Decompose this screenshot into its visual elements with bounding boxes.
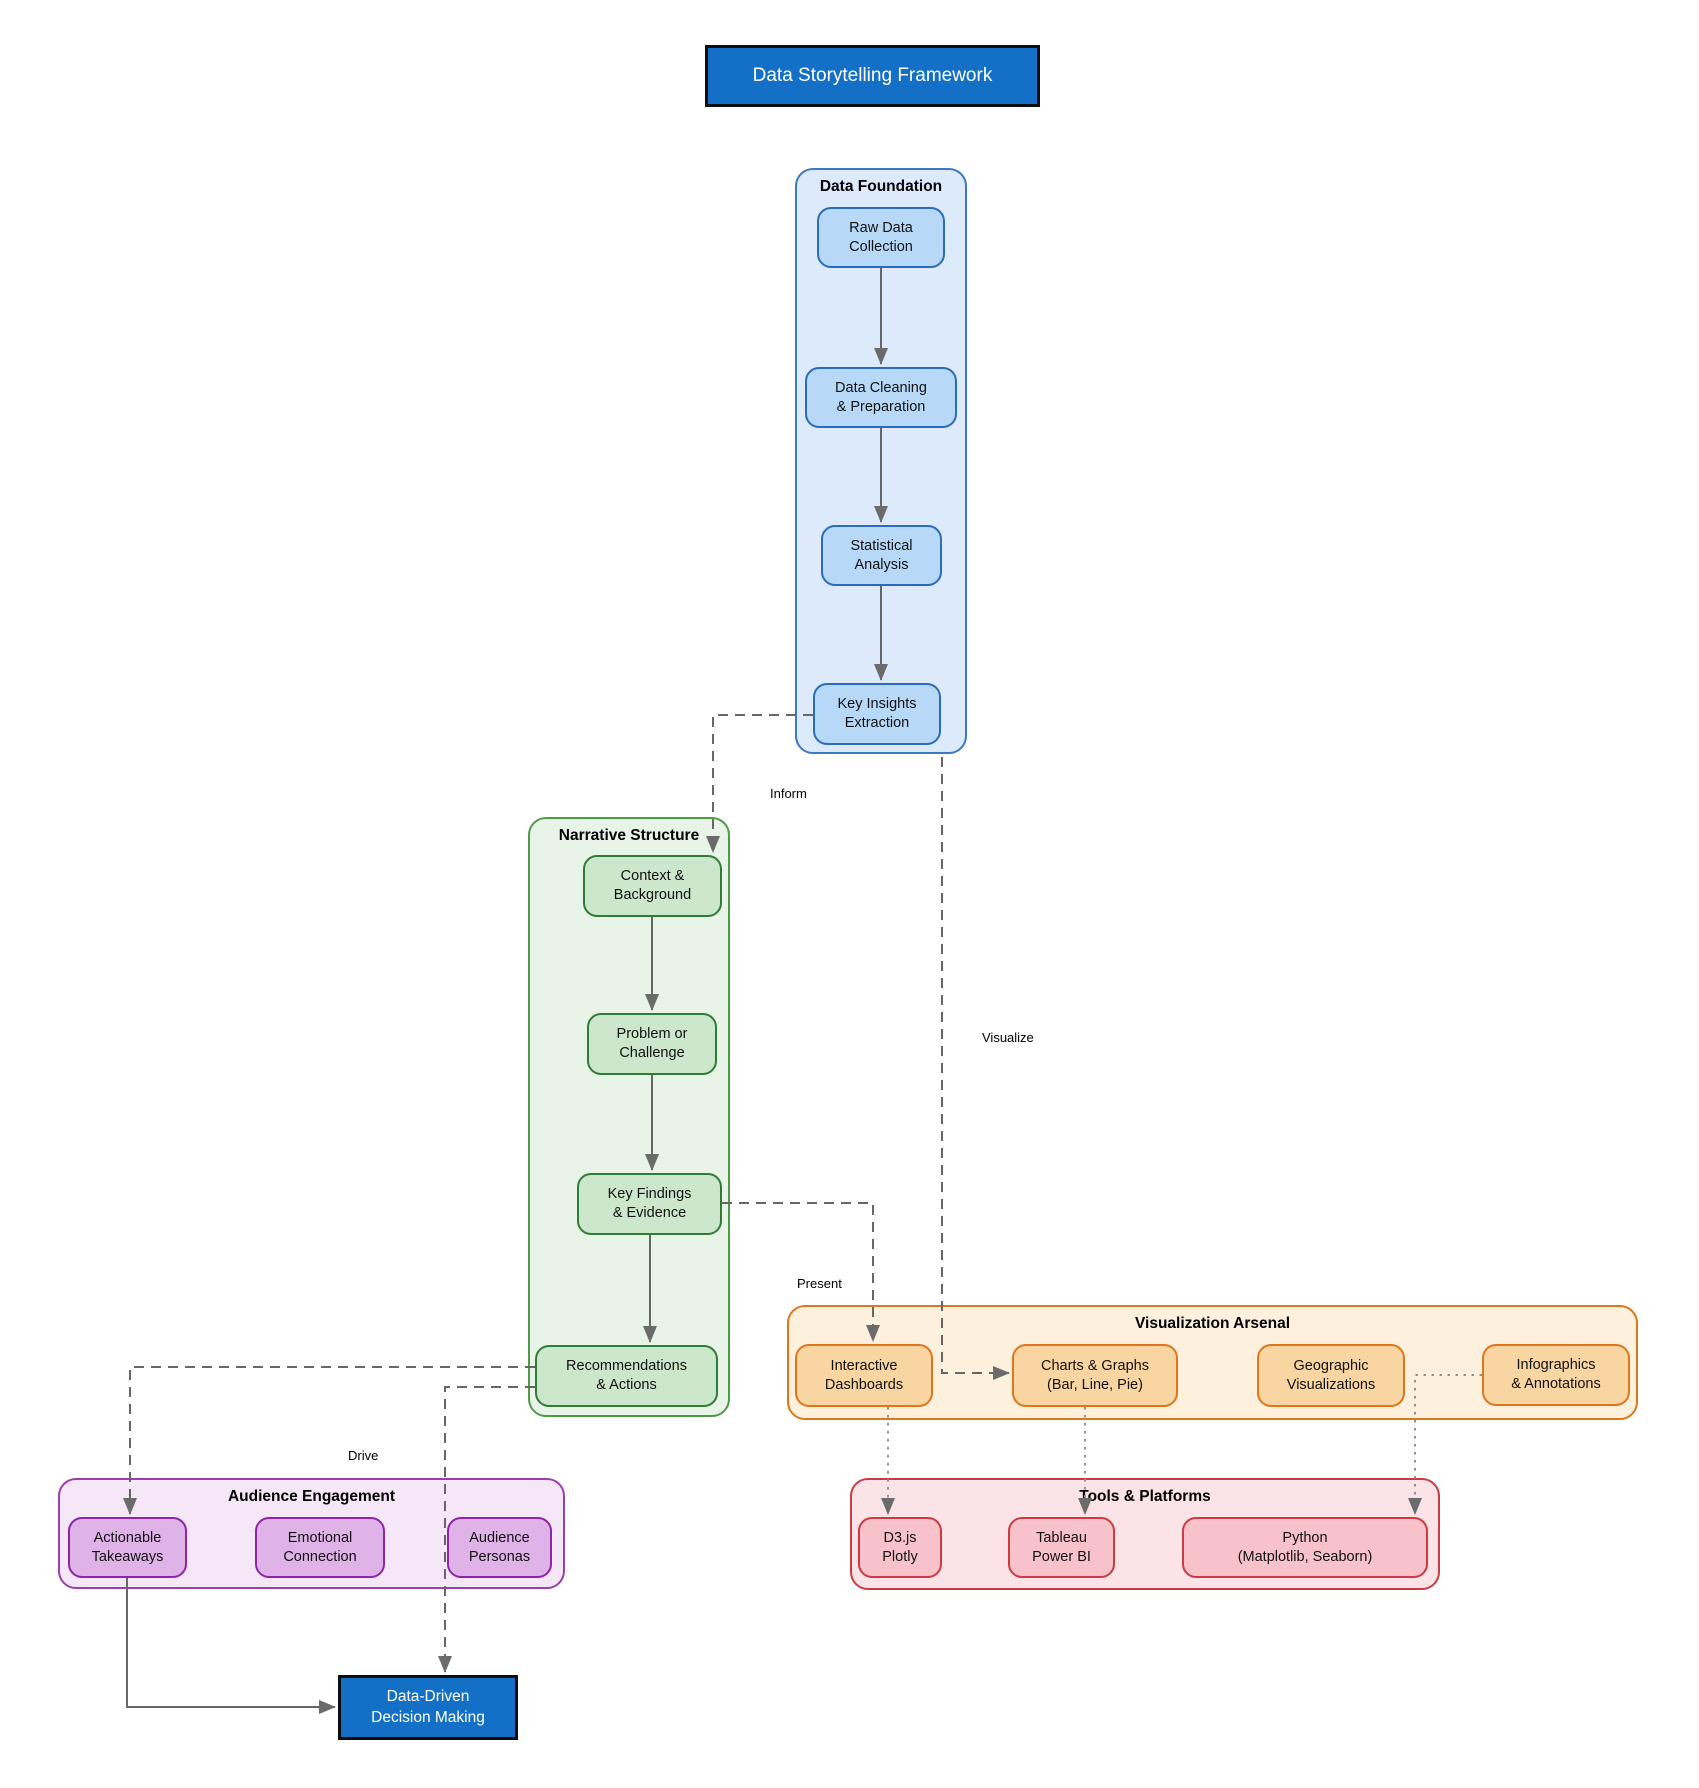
edge-takeaways-to-decision [126, 1578, 336, 1714]
edge-label-insights-to-context: Inform [768, 786, 809, 801]
node-problem-or-challenge: Problem or Challenge [587, 1013, 717, 1075]
node-interactive-dashboards: Interactive Dashboards [795, 1344, 933, 1407]
group-title-visualization-arsenal: Visualization Arsenal [1134, 1315, 1291, 1332]
node-d3js-plotly: D3.js Plotly [858, 1517, 942, 1578]
group-narrative-structure: Narrative Structure [528, 817, 730, 1417]
node-charts-graphs: Charts & Graphs (Bar, Line, Pie) [1012, 1344, 1178, 1407]
edge-label-insights-to-charts: Visualize [980, 1030, 1036, 1045]
node-recommendations-actions: Recommendations & Actions [535, 1345, 718, 1407]
node-data-cleaning-preparation: Data Cleaning & Preparation [805, 367, 957, 428]
decision-making-box: Data-Driven Decision Making [338, 1675, 518, 1740]
node-python-matplotlib-seaborn: Python (Matplotlib, Seaborn) [1182, 1517, 1428, 1578]
diagram-title-box: Data Storytelling Framework [705, 45, 1040, 107]
node-statistical-analysis: Statistical Analysis [821, 525, 942, 586]
group-title-data-foundation: Data Foundation [819, 178, 943, 195]
group-title-tools-platforms: Tools & Platforms [1079, 1488, 1211, 1505]
node-geographic-visualizations: Geographic Visualizations [1257, 1344, 1405, 1407]
decision-making-label: Data-Driven Decision Making [371, 1688, 485, 1726]
node-key-insights-extraction: Key Insights Extraction [813, 683, 941, 745]
node-context-background: Context & Background [583, 855, 722, 917]
node-audience-personas: Audience Personas [447, 1517, 552, 1578]
node-infographics-annotations: Infographics & Annotations [1482, 1344, 1630, 1406]
group-title-audience-engagement: Audience Engagement [227, 1488, 396, 1505]
diagram-title: Data Storytelling Framework [752, 64, 993, 86]
group-title-narrative-structure: Narrative Structure [558, 827, 700, 844]
node-emotional-connection: Emotional Connection [255, 1517, 385, 1578]
edge-label-findings-to-dashboards: Present [795, 1276, 844, 1291]
node-actionable-takeaways: Actionable Takeaways [68, 1517, 187, 1578]
node-raw-data-collection: Raw Data Collection [817, 207, 945, 268]
edge-label-recommendations-to-decision: Drive [346, 1448, 381, 1463]
node-tableau-powerbi: Tableau Power BI [1008, 1517, 1115, 1578]
node-key-findings-evidence: Key Findings & Evidence [577, 1173, 722, 1235]
edge-insights-to-charts [941, 757, 1010, 1380]
